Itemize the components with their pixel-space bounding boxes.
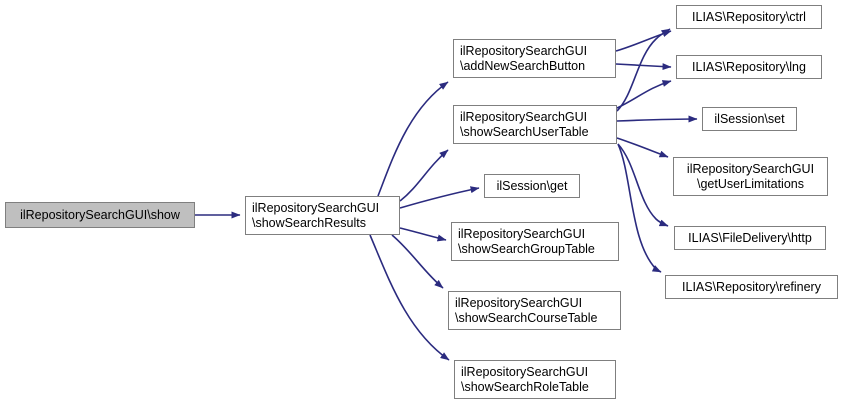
edge-showSearchResults-to-showSearchUserTable	[399, 149, 449, 202]
node-fileDeliveryHttp[interactable]: ILIAS\FileDelivery\http	[674, 226, 826, 250]
node-showSearchUserTable[interactable]: ilRepositorySearchGUI \showSearchUserTab…	[453, 105, 617, 144]
edge-showSearchUserTable-to-fileDeliveryHttp	[617, 143, 669, 227]
node-show[interactable]: ilRepositorySearchGUI\show	[5, 202, 195, 228]
node-showSearchUserTable-line-0: ilRepositorySearchGUI	[460, 109, 588, 124]
edge-showSearchUserTable-to-ilSessionSet	[616, 115, 698, 123]
node-repositoryRefinery[interactable]: ILIAS\Repository\refinery	[665, 275, 838, 299]
edge-showSearchResults-to-showSearchCourseTable	[391, 234, 444, 289]
node-showSearchGroupTable-line-1: \showSearchGroupTable	[458, 241, 595, 256]
node-showSearchResults[interactable]: ilRepositorySearchGUI \showSearchResults	[245, 196, 400, 235]
node-repositoryCtrl[interactable]: ILIAS\Repository\ctrl	[676, 5, 822, 29]
node-showSearchRoleTable[interactable]: ilRepositorySearchGUI \showSearchRoleTab…	[454, 360, 616, 399]
edge-showSearchUserTable-to-repositoryLng	[616, 80, 672, 109]
node-showSearchRoleTable-line-1: \showSearchRoleTable	[461, 379, 589, 394]
node-addNewSearchButton-line-1: \addNewSearchButton	[460, 58, 586, 73]
edge-showSearchUserTable-to-repositoryRefinery	[617, 143, 662, 273]
node-ilSessionSet-line-0: ilSession\set	[714, 111, 785, 126]
node-fileDeliveryHttp-line-0: ILIAS\FileDelivery\http	[688, 230, 812, 245]
node-showSearchResults-line-1: \showSearchResults	[252, 215, 366, 230]
node-repositoryCtrl-line-0: ILIAS\Repository\ctrl	[692, 9, 806, 24]
edge-showSearchUserTable-to-getUserLimitations	[616, 137, 669, 158]
edge-showSearchResults-to-showSearchRoleTable	[369, 234, 450, 361]
node-show-line-0: ilRepositorySearchGUI\show	[20, 207, 180, 222]
node-showSearchCourseTable-line-1: \showSearchCourseTable	[455, 310, 598, 325]
node-getUserLimitations-line-1: \getUserLimitations	[697, 176, 804, 191]
node-showSearchCourseTable[interactable]: ilRepositorySearchGUI \showSearchCourseT…	[448, 291, 621, 330]
node-addNewSearchButton-line-0: ilRepositorySearchGUI	[460, 43, 588, 58]
node-showSearchGroupTable[interactable]: ilRepositorySearchGUI \showSearchGroupTa…	[451, 222, 619, 261]
node-repositoryRefinery-line-0: ILIAS\Repository\refinery	[682, 279, 821, 294]
edge-showSearchResults-to-showSearchGroupTable	[399, 227, 447, 242]
node-showSearchCourseTable-line-0: ilRepositorySearchGUI	[455, 295, 583, 310]
node-repositoryLng-line-0: ILIAS\Repository\lng	[692, 59, 806, 74]
edge-showSearchUserTable-to-repositoryCtrl	[616, 28, 671, 112]
node-repositoryLng[interactable]: ILIAS\Repository\lng	[676, 55, 822, 79]
node-ilSessionGet-line-0: ilSession\get	[496, 178, 568, 193]
node-addNewSearchButton[interactable]: ilRepositorySearchGUI \addNewSearchButto…	[453, 39, 616, 78]
node-ilSessionSet[interactable]: ilSession\set	[702, 107, 797, 131]
node-showSearchResults-line-0: ilRepositorySearchGUI	[252, 200, 380, 215]
node-getUserLimitations-line-0: ilRepositorySearchGUI	[686, 161, 815, 176]
edge-showSearchResults-to-addNewSearchButton	[377, 81, 449, 197]
edge-addNewSearchButton-to-repositoryLng	[615, 63, 672, 71]
node-showSearchUserTable-line-1: \showSearchUserTable	[460, 124, 589, 139]
edge-showSearchResults-to-ilSessionGet	[399, 186, 480, 209]
node-getUserLimitations[interactable]: ilRepositorySearchGUI \getUserLimitation…	[673, 157, 828, 196]
node-showSearchGroupTable-line-0: ilRepositorySearchGUI	[458, 226, 586, 241]
node-showSearchRoleTable-line-0: ilRepositorySearchGUI	[461, 364, 589, 379]
node-ilSessionGet[interactable]: ilSession\get	[484, 174, 580, 198]
